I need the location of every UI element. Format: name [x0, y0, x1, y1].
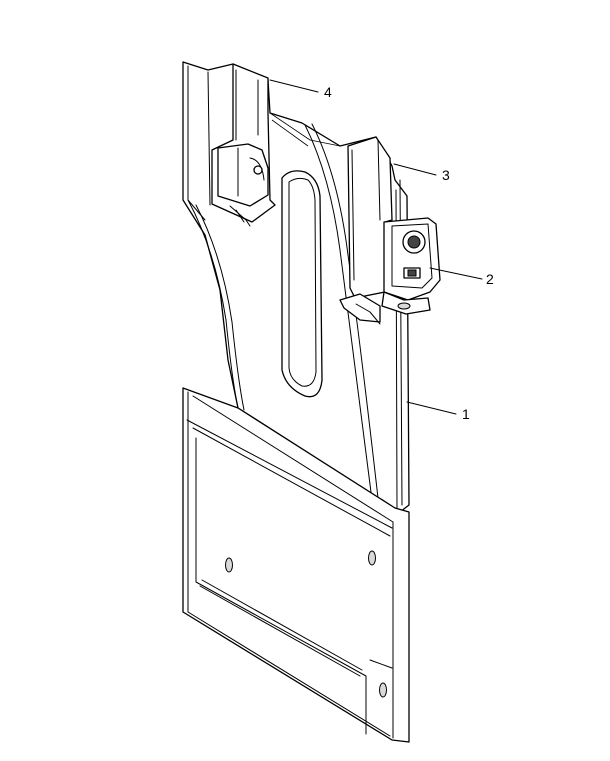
- right-bracket: [339, 136, 393, 323]
- leader-lines: [269, 79, 483, 415]
- mounting-plate: [182, 387, 410, 743]
- callout-1: 1: [462, 406, 470, 422]
- window-recess: [281, 170, 323, 398]
- switch-module: [355, 217, 441, 325]
- callout-3: 3: [442, 167, 450, 183]
- callout-4: 4: [324, 84, 332, 100]
- callout-2: 2: [486, 271, 494, 287]
- left-bracket: [211, 63, 276, 227]
